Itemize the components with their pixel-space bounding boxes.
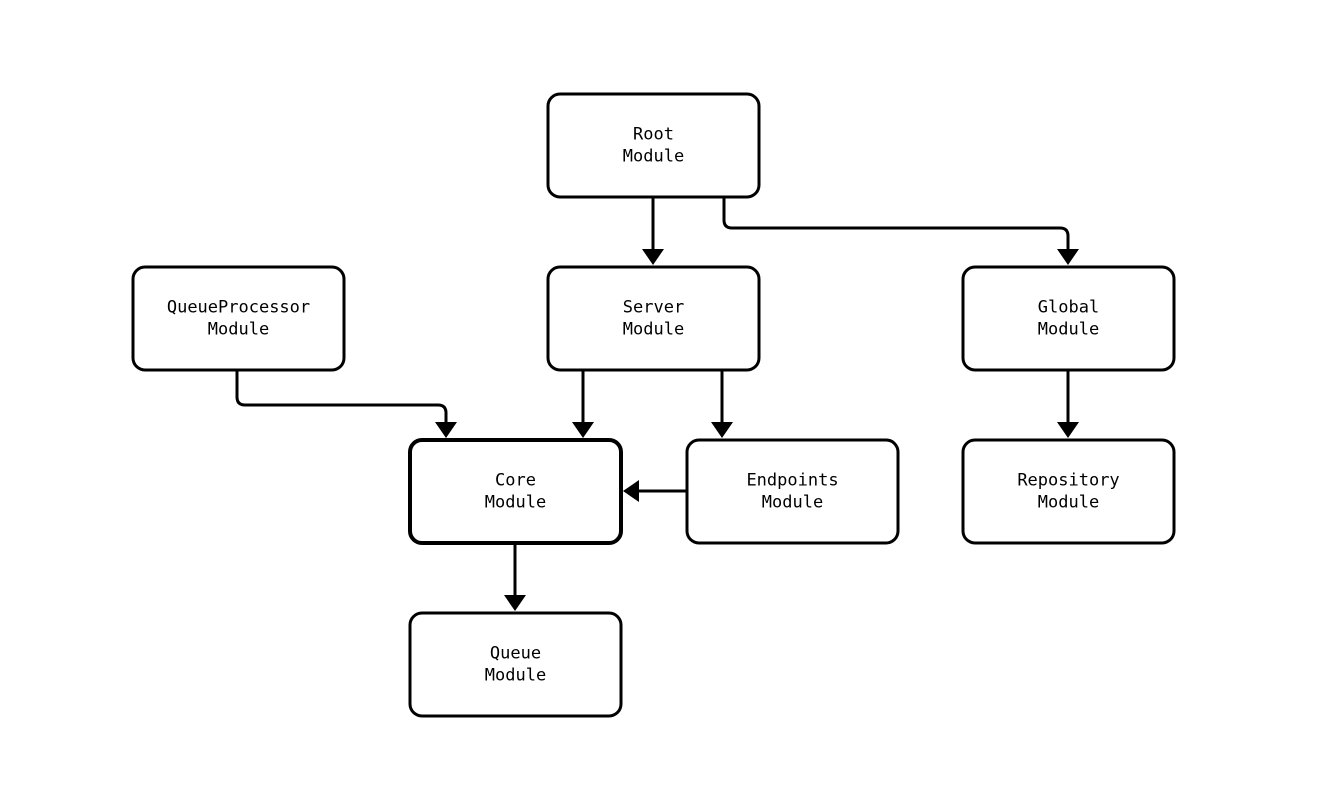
node-label-line2: Module	[623, 320, 684, 340]
node-box[interactable]	[408, 611, 623, 718]
node-label-line2: Module	[485, 493, 546, 513]
edge-server-to-endpoints	[711, 370, 733, 438]
node-label-line1: Core	[495, 471, 536, 491]
edge-line	[722, 197, 1070, 249]
arrowhead-icon	[1057, 422, 1079, 438]
node-box[interactable]	[408, 438, 623, 545]
edge-server-to-core	[572, 370, 594, 438]
node-label-line1: QueueProcessor	[167, 298, 310, 318]
node-box[interactable]	[961, 438, 1176, 545]
node-label-line1: Root	[633, 125, 674, 145]
edge-endpoints-to-core	[623, 480, 687, 502]
arrowhead-icon	[435, 422, 457, 438]
edge-line	[235, 370, 448, 422]
arrowhead-icon	[572, 422, 594, 438]
node-label-line2: Module	[208, 320, 269, 340]
edge-global-to-repository	[1057, 370, 1079, 438]
node-label-line1: Server	[623, 298, 684, 318]
arrowhead-icon	[623, 480, 639, 502]
node-label-line2: Module	[1038, 320, 1099, 340]
node-box[interactable]	[961, 265, 1176, 372]
edge-root-to-server	[642, 197, 664, 265]
node-box[interactable]	[546, 265, 761, 372]
node-label-line1: Repository	[1017, 471, 1119, 491]
arrowhead-icon	[504, 595, 526, 611]
arrowhead-icon	[642, 249, 664, 265]
node-label-line1: Endpoints	[746, 471, 838, 491]
node-label-line2: Module	[485, 666, 546, 686]
edge-root-to-global	[722, 197, 1079, 265]
arrowhead-icon	[711, 422, 733, 438]
edge-queueprocessor-to-core	[235, 370, 457, 438]
node-label-line2: Module	[1038, 493, 1099, 513]
node-label-line2: Module	[762, 493, 823, 513]
edges-layer	[235, 197, 1079, 611]
edge-core-to-queue	[504, 543, 526, 611]
arrowhead-icon	[1057, 249, 1079, 265]
node-box[interactable]	[131, 265, 346, 372]
node-label-line1: Global	[1038, 298, 1099, 318]
node-box[interactable]	[685, 438, 900, 545]
node-label-line2: Module	[623, 147, 684, 167]
node-box[interactable]	[546, 92, 761, 199]
nodes-layer: RootModuleQueueProcessorModuleServerModu…	[131, 92, 1176, 718]
node-label-line1: Queue	[490, 644, 541, 664]
